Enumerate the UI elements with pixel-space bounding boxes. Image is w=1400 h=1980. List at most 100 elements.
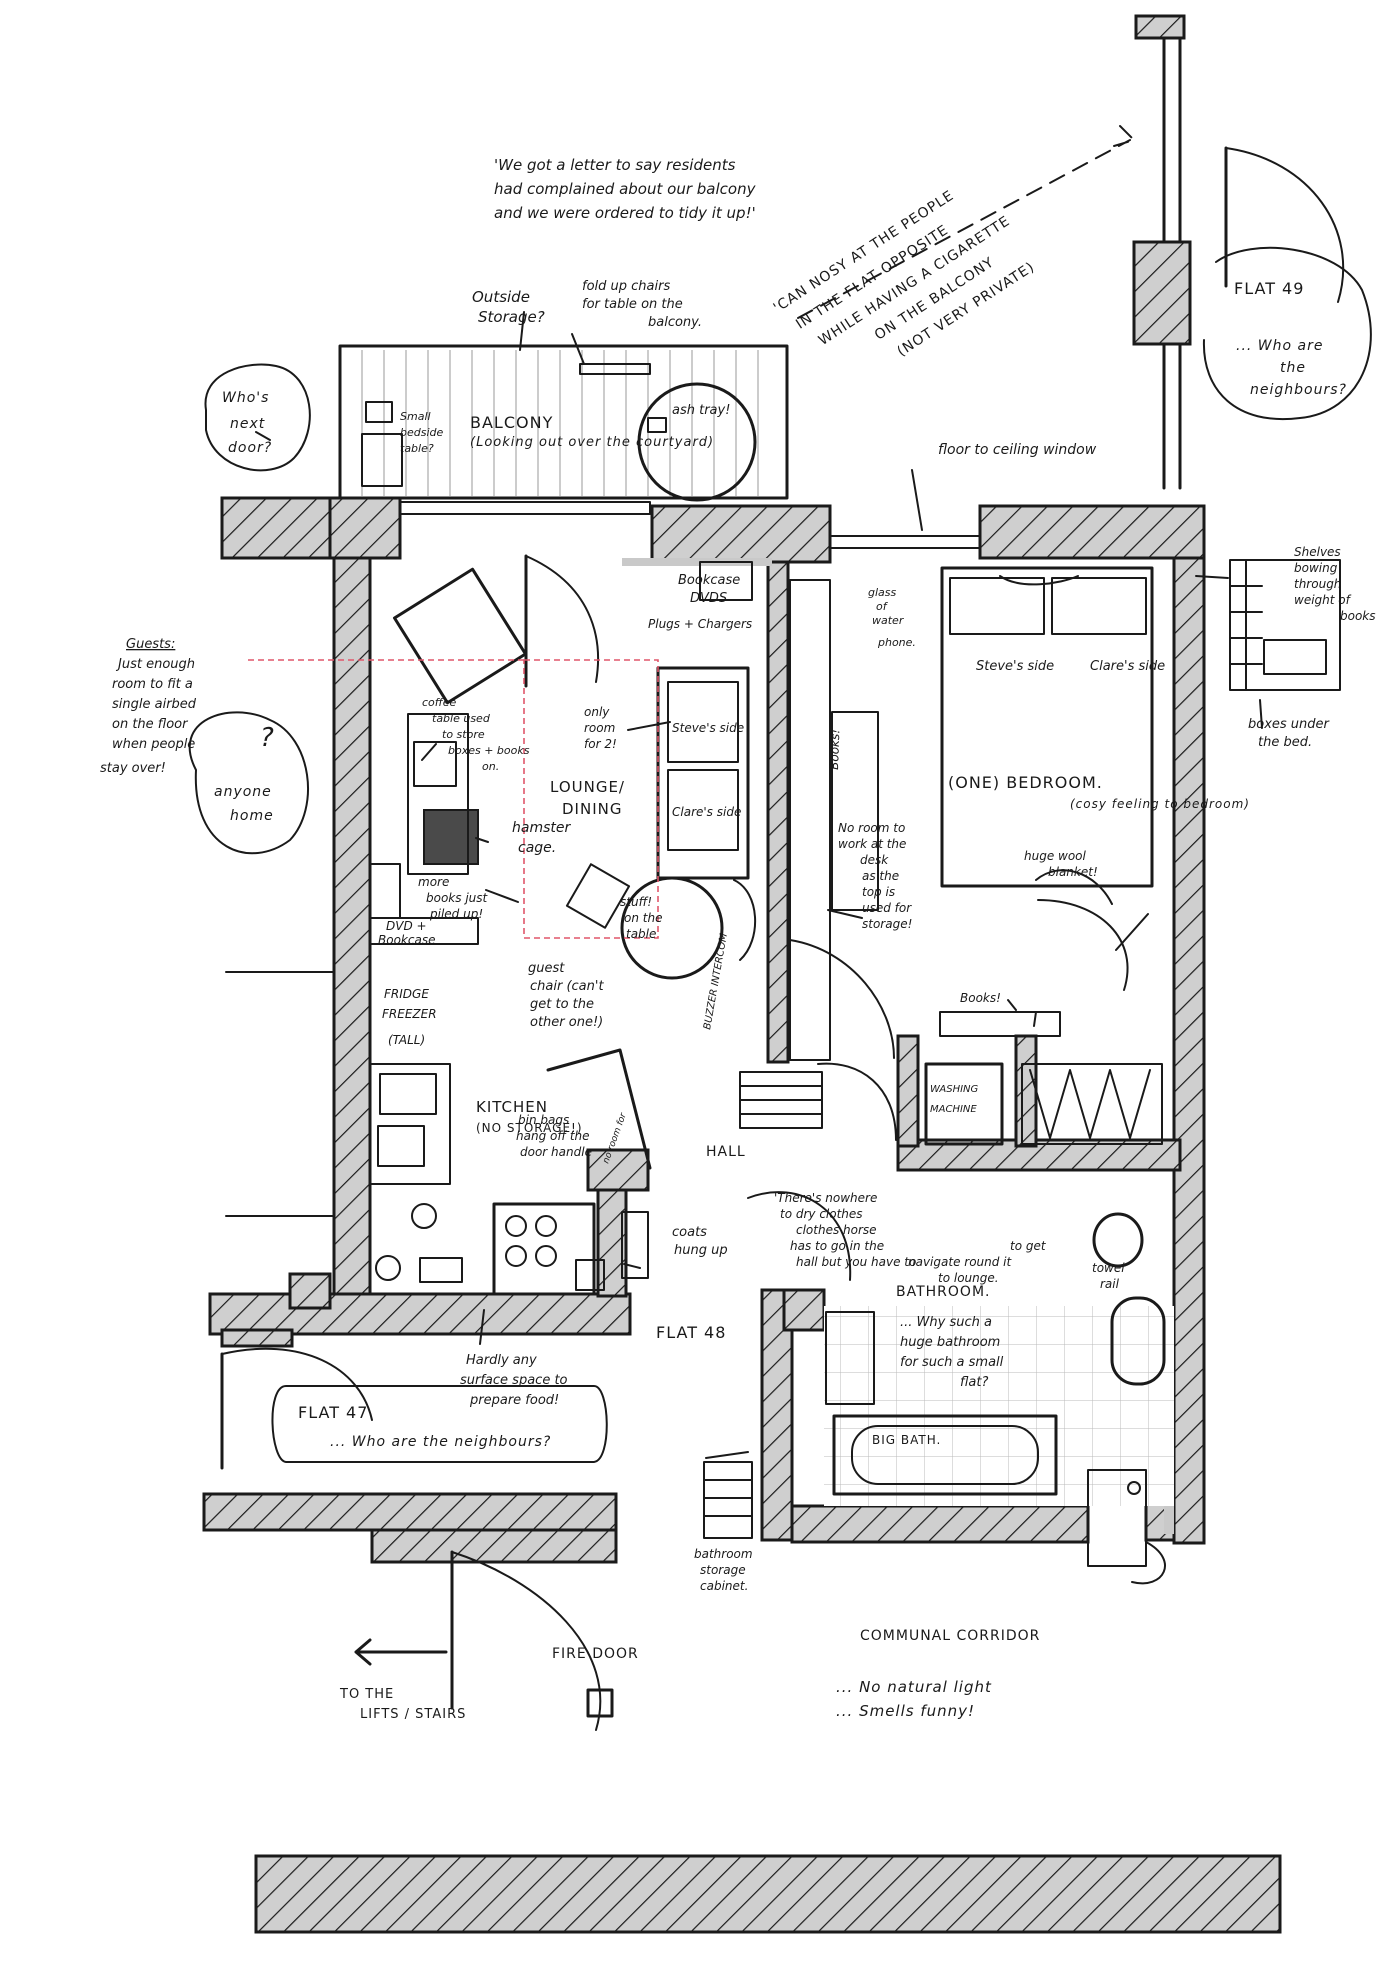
hamster-cage: [423, 809, 479, 865]
bin-bags-2: hang off the: [516, 1129, 590, 1143]
wardrobe: [789, 579, 831, 1061]
flat48-label: FLAT 48: [656, 1323, 726, 1342]
washing-machine: [924, 1062, 1004, 1146]
toilet: [1110, 1296, 1166, 1386]
fridge-freezer: [369, 1063, 451, 1185]
sink: [1092, 1212, 1144, 1268]
bookcase-dvds-1: Bookcase: [678, 573, 740, 588]
guests-3: single airbed: [112, 697, 197, 712]
guests-4: on the floor: [112, 717, 189, 732]
hamster-1: hamster: [512, 820, 571, 836]
huge-bath-3: for such a small: [900, 1355, 1004, 1370]
desk-note-1: No room to: [838, 821, 905, 835]
blanket-1: huge wool: [1024, 849, 1087, 863]
kitchen-door: [546, 1048, 652, 1170]
foldup-2: for table on the: [582, 297, 683, 312]
clothes-note-8: to lounge.: [938, 1271, 999, 1285]
fire-door-label: FIRE DOOR: [552, 1646, 639, 1662]
whos-next-2: next: [230, 416, 265, 432]
fridge-3: (TALL): [388, 1033, 425, 1047]
guest-chair-2: chair (can't: [530, 979, 604, 994]
sofa: [656, 666, 750, 880]
clothes-note-6: navigate round it: [908, 1255, 1013, 1269]
bath: [832, 1414, 1058, 1496]
ashtray-icon: [647, 417, 667, 433]
glass-3: water: [872, 614, 905, 627]
flat49-sub-1: ... Who are: [1236, 338, 1323, 354]
bin-bags-3: door handle: [520, 1145, 592, 1159]
bedroom-label: (ONE) BEDROOM.: [948, 773, 1103, 792]
outside-storage-1: Outside: [472, 288, 530, 306]
bathroom-door: [747, 1191, 852, 1281]
towel-1: towel: [1092, 1261, 1125, 1275]
toaster: [419, 1257, 463, 1283]
corridor-note-2: ... Smells funny!: [836, 1702, 975, 1720]
coffee-5: on.: [482, 760, 499, 773]
small-table-1: Small: [400, 410, 431, 423]
bathroom-fixtures: [703, 1191, 1174, 1585]
storage-cabinet: [703, 1461, 753, 1539]
hall-furniture: [739, 939, 1163, 1146]
small-table-2: bedside: [400, 426, 444, 439]
desk-note-3: desk: [860, 853, 889, 867]
stuff-1: stuff!: [620, 895, 652, 909]
bookcase: [407, 713, 469, 875]
desk-note-6: used for: [862, 901, 912, 915]
coffee-4: boxes + books: [448, 744, 530, 757]
kitchen-sub: (NO STORAGE!): [476, 1121, 583, 1135]
bathroom-cabinet: [825, 1311, 875, 1405]
plant-pot: [365, 401, 393, 423]
stuff-2: on the: [624, 911, 662, 925]
floor-to-ceiling-window: [829, 535, 981, 549]
clothes-note-1: 'There's nowhere: [774, 1191, 877, 1205]
coffee-2: table used: [432, 712, 491, 725]
balcony-floor-boards: [361, 350, 759, 496]
blanket-2: blanket!: [1048, 865, 1098, 879]
anyone-home-bubble: [188, 711, 309, 855]
bath-cabinet-3: cabinet.: [700, 1579, 748, 1593]
more-books-2: books just: [426, 891, 489, 905]
stuff-3: table: [626, 927, 656, 941]
boxes-2: the bed.: [1258, 735, 1312, 750]
dvd-bookcase-2: Bookcase: [378, 933, 435, 947]
kettle: [411, 1203, 437, 1229]
bed-clares-side: Clare's side: [1090, 659, 1165, 674]
kitchen-furniture: [369, 1048, 652, 1296]
surface-1: Hardly any: [466, 1353, 537, 1368]
coffee-1: coffee: [422, 696, 456, 709]
dvd-bookcase-top: [699, 561, 753, 601]
guest-chair-1: guest: [528, 961, 565, 976]
balcony-nosy-arrow: [797, 125, 1135, 319]
huge-bath-2: huge bathroom: [900, 1335, 1000, 1350]
books-shelf: Books!: [960, 991, 1001, 1005]
hamster-2: cage.: [518, 840, 556, 856]
balcony-sub: (Looking out over the courtyard): [470, 435, 714, 450]
shelves-diagram: [1229, 559, 1341, 691]
lounge-label-2: DINING: [562, 800, 622, 818]
flat49-label: FLAT 49: [1234, 279, 1304, 298]
washing-1: WASHING: [930, 1084, 979, 1095]
washing-2: MACHINE: [930, 1104, 977, 1115]
bin-bags-1: bin bags: [518, 1113, 569, 1127]
double-bed: [940, 566, 1154, 888]
coffee-3: to store: [442, 728, 485, 741]
plugs-label: Plugs + Chargers: [648, 617, 752, 631]
outside-storage-2: Storage?: [478, 308, 545, 326]
flat47-label: FLAT 47: [298, 1403, 368, 1422]
lifts-1: TO THE: [339, 1687, 394, 1702]
window-label: floor to ceiling window: [938, 442, 1097, 458]
flat49-sub-3: neighbours?: [1250, 382, 1347, 398]
lounge-label-1: LOUNGE/: [550, 778, 625, 796]
balcony-door-window: [399, 501, 651, 515]
desk-note-4: as the: [862, 869, 899, 883]
coats-2: hung up: [674, 1243, 728, 1258]
to-lifts-arrow: [354, 1638, 448, 1666]
bedside-table: [361, 433, 403, 487]
hob: [492, 1202, 596, 1296]
clothes-note-2: to dry clothes: [780, 1207, 863, 1221]
ashtray-label: ash tray!: [672, 403, 730, 418]
bookcase-dvds-2: DVDS: [690, 591, 727, 606]
coffee-table: [392, 567, 528, 705]
glass-1: glass: [868, 586, 897, 599]
